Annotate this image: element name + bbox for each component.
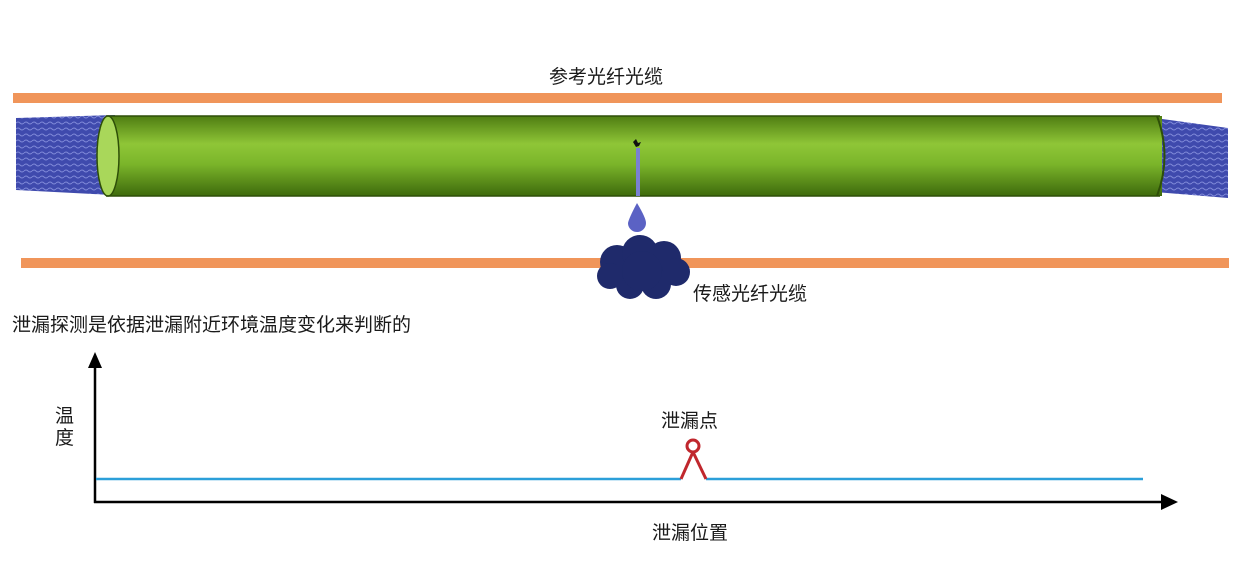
x-axis-label: 泄漏位置 xyxy=(652,522,729,544)
leak-peak xyxy=(679,448,708,480)
leak-point-marker xyxy=(685,438,701,454)
leak-hole xyxy=(633,139,641,147)
pipe-insulation-right xyxy=(1155,118,1228,198)
pipe-end-right xyxy=(1156,115,1166,197)
leak-puddle xyxy=(597,235,690,299)
pipe-body xyxy=(106,116,1162,196)
y-axis-label: 温度 xyxy=(55,405,75,449)
leak-drop xyxy=(628,203,646,232)
x-axis-arrow xyxy=(1161,494,1178,510)
reference-cable-label: 参考光纤光缆 xyxy=(549,66,664,88)
leak-stream xyxy=(636,148,640,196)
pipe-end-left xyxy=(96,115,120,197)
description-text: 泄漏探测是依据泄漏附近环境温度变化来判断的 xyxy=(12,314,412,336)
leak-point-label: 泄漏点 xyxy=(661,410,719,432)
y-axis-arrow xyxy=(88,352,102,368)
reference-cable xyxy=(13,93,1222,103)
sensing-cable-label: 传感光纤光缆 xyxy=(693,283,808,305)
pipe-insulation-left xyxy=(16,115,115,195)
